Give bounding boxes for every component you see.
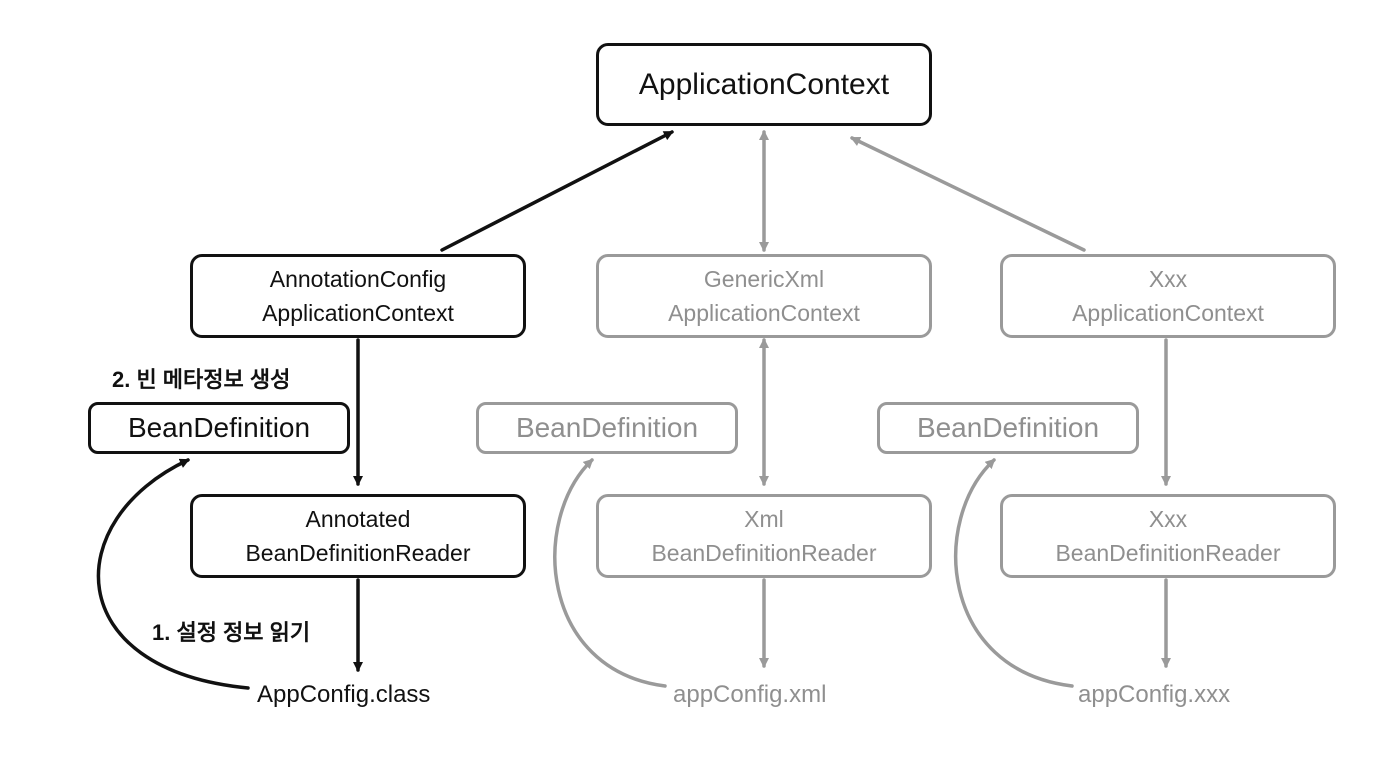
annotation-config-context-box: AnnotationConfig ApplicationContext (190, 254, 526, 338)
annotation-config-context-line-2: ApplicationContext (262, 300, 454, 326)
app-config-xxx-label: appConfig.xxx (1078, 681, 1231, 708)
app-config-class-label: AppConfig.class (257, 681, 431, 708)
bean-definition-label-annotation: BeanDefinition (127, 412, 311, 443)
edge-context-to-root-xxx (850, 136, 1086, 252)
bean-definition-label-xml: BeanDefinition (515, 412, 699, 443)
edge-source-to-bean-definition-annotation (96, 458, 250, 690)
xxx-reader-line-1: Xxx (1148, 506, 1188, 532)
edge-source-to-bean-definition-xml (553, 458, 667, 688)
generic-xml-context-line-1: GenericXml (703, 266, 825, 292)
bean-definition-label-xxx: BeanDefinition (916, 412, 1100, 443)
step-read-label: 1. 설정 정보 읽기 (152, 620, 311, 645)
xxx-context-box: Xxx ApplicationContext (1000, 254, 1336, 338)
application-context-label: ApplicationContext (638, 67, 890, 101)
bean-definition-box-xxx: BeanDefinition (877, 402, 1139, 454)
annotated-reader-line-1: Annotated (305, 506, 411, 532)
annotated-reader-box: Annotated BeanDefinitionReader (190, 494, 526, 578)
step-create-label: 2. 빈 메타정보 생성 (112, 367, 291, 392)
bean-definition-box-annotation: BeanDefinition (88, 402, 350, 454)
xxx-context-line-2: ApplicationContext (1072, 300, 1264, 326)
xxx-reader-line-2: BeanDefinitionReader (1055, 540, 1281, 566)
generic-xml-context-line-2: ApplicationContext (668, 300, 860, 326)
xxx-reader-box: Xxx BeanDefinitionReader (1000, 494, 1336, 578)
annotation-config-context-line-1: AnnotationConfig (269, 266, 447, 292)
generic-xml-context-box: GenericXml ApplicationContext (596, 254, 932, 338)
xxx-context-line-1: Xxx (1148, 266, 1188, 292)
annotated-reader-line-2: BeanDefinitionReader (245, 540, 471, 566)
application-context-box: ApplicationContext (596, 43, 932, 126)
app-config-xml-label: appConfig.xml (673, 681, 827, 708)
xml-reader-line-2: BeanDefinitionReader (651, 540, 877, 566)
edge-source-to-bean-definition-xxx (954, 458, 1074, 688)
xml-reader-line-1: Xml (744, 506, 784, 532)
xml-reader-box: Xml BeanDefinitionReader (596, 494, 932, 578)
bean-definition-box-xml: BeanDefinition (476, 402, 738, 454)
edge-context-to-root-annotation (440, 130, 674, 252)
